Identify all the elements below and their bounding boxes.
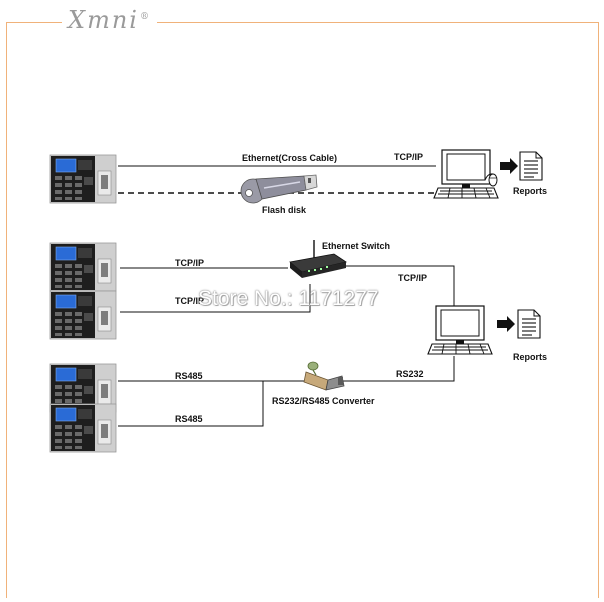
- terminal-top: [49, 154, 117, 204]
- reports-top-label: Reports: [513, 186, 548, 196]
- ethernet-switch-icon: [289, 240, 347, 278]
- reports-icon-bottom: [517, 309, 541, 339]
- mouse-icon: [484, 173, 498, 187]
- brand-logo: Xmni®: [62, 6, 157, 38]
- tcpip-device1-label: TCP/IP: [175, 258, 205, 268]
- pc-top: [433, 149, 499, 199]
- registered-mark: ®: [139, 12, 151, 22]
- ethernet-switch-label: Ethernet Switch: [322, 241, 391, 251]
- terminal-tcp-1: [49, 242, 117, 292]
- frame-right-border: [598, 22, 599, 598]
- switch-to-pc-line: [344, 265, 455, 310]
- terminal-rs485-2: [49, 403, 117, 453]
- rs232-line: [342, 356, 455, 382]
- rs485-device2-label: RS485: [175, 414, 203, 424]
- tcpip-top-label: TCP/IP: [394, 152, 424, 162]
- ethernet-cross-label: Ethernet(Cross Cable): [242, 153, 338, 163]
- converter-label: RS232/RS485 Converter: [272, 396, 375, 406]
- reports-icon-top: [519, 151, 543, 181]
- terminal-tcp-2: [49, 290, 117, 340]
- reports-bottom-label: Reports: [513, 352, 548, 362]
- flash-disk-label: Flash disk: [262, 205, 307, 215]
- tcpip-device2-label: TCP/IP: [175, 296, 205, 306]
- rs232-label: RS232: [396, 369, 424, 379]
- brand-name: Xmni: [68, 6, 139, 34]
- arrow-to-reports-top: [500, 158, 518, 174]
- rs485-device1-label: RS485: [175, 371, 203, 381]
- pc-bottom: [427, 305, 493, 355]
- flash-disk-icon: [240, 174, 318, 204]
- tcpip-switch-pc-label: TCP/IP: [398, 273, 428, 283]
- frame-top-border: [6, 22, 598, 23]
- frame-left-border: [6, 22, 7, 598]
- rs485-line-2: [118, 381, 264, 427]
- store-watermark: Store No.: 1171277: [198, 287, 379, 310]
- converter-icon: [303, 361, 345, 391]
- tcp-line-2: [120, 284, 311, 313]
- arrow-to-reports-bottom: [497, 316, 515, 332]
